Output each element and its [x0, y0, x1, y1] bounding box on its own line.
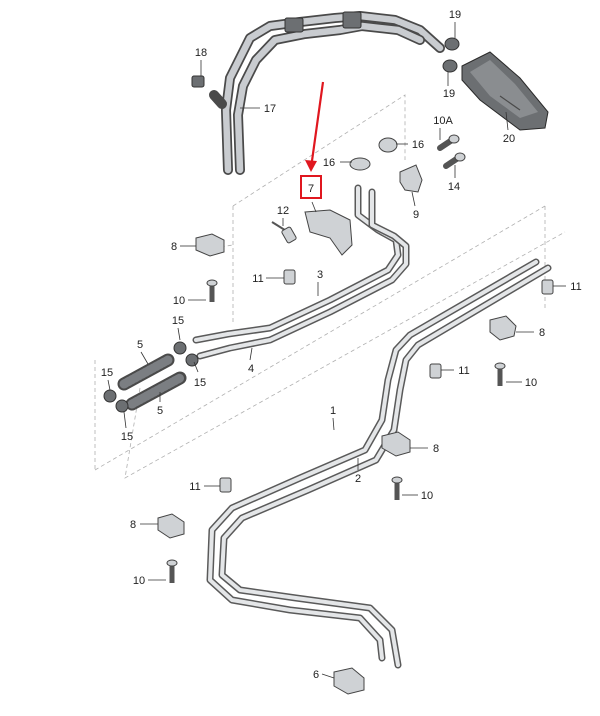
leader-lines — [107, 22, 566, 679]
clip-18 — [191, 75, 205, 88]
callout-11-c: 11 — [458, 365, 469, 377]
callout-18: 18 — [195, 47, 207, 59]
callout-16-right: 16 — [412, 139, 424, 151]
callout-15-a: 15 — [172, 315, 184, 327]
bolts-10a-14 — [437, 134, 466, 169]
callout-19-top: 19 — [449, 9, 461, 21]
callout-10-a: 10 — [173, 295, 185, 307]
spacers-11 — [219, 269, 554, 493]
callout-10-c: 10 — [421, 490, 433, 502]
callout-3: 3 — [317, 269, 323, 281]
callout-10-d: 10 — [133, 575, 145, 587]
assembly-outline — [94, 94, 566, 479]
bolts-10 — [166, 279, 506, 583]
callout-17: 17 — [264, 103, 276, 115]
callout-9: 9 — [413, 209, 419, 221]
highlight-box — [300, 175, 322, 199]
callout-1: 1 — [330, 405, 336, 417]
callout-20: 20 — [503, 133, 515, 145]
highlight-arrowhead — [305, 160, 317, 172]
callout-8-b: 8 — [539, 327, 545, 339]
highlight-label: 7 — [308, 183, 314, 195]
callout-10a: 10A — [433, 115, 453, 127]
callout-2: 2 — [355, 473, 361, 485]
highlight-marker: 7 — [300, 81, 325, 199]
callout-4: 4 — [248, 363, 254, 375]
callout-11-d: 11 — [189, 481, 200, 493]
bracket-7 — [304, 209, 353, 256]
callout-15-b: 15 — [194, 377, 206, 389]
callout-8-d: 8 — [130, 519, 136, 531]
callout-5-lower: 5 — [157, 405, 163, 417]
hose-clamps-15 — [103, 341, 199, 413]
callout-6: 6 — [313, 669, 319, 681]
sensor-12 — [271, 221, 297, 244]
callout-15-c: 15 — [101, 367, 113, 379]
pipe-3-4 — [192, 184, 410, 360]
callout-14: 14 — [448, 181, 460, 193]
short-hoses-5 — [117, 353, 187, 411]
callout-10-b: 10 — [525, 377, 537, 389]
bracket-9 — [399, 164, 423, 193]
callout-11-b: 11 — [570, 281, 581, 293]
pipe-clips — [157, 233, 517, 695]
callouts: 18 17 19 19 20 10A 16 16 14 9 12 8 11 10… — [101, 9, 582, 681]
callout-5-upper: 5 — [137, 339, 143, 351]
pipe-1-2 — [206, 258, 552, 669]
callout-11-a: 11 — [252, 273, 263, 285]
expansion-tank — [461, 51, 549, 131]
hose-clamps-19 — [442, 37, 460, 73]
callout-8-a: 8 — [171, 241, 177, 253]
clamps-16 — [349, 137, 398, 171]
callout-12: 12 — [277, 205, 289, 217]
callout-8-c: 8 — [433, 443, 439, 455]
callout-19-bottom: 19 — [443, 88, 455, 100]
callout-16-left: 16 — [323, 157, 335, 169]
callout-15-d: 15 — [121, 431, 133, 443]
upper-hose-assembly — [209, 11, 445, 175]
